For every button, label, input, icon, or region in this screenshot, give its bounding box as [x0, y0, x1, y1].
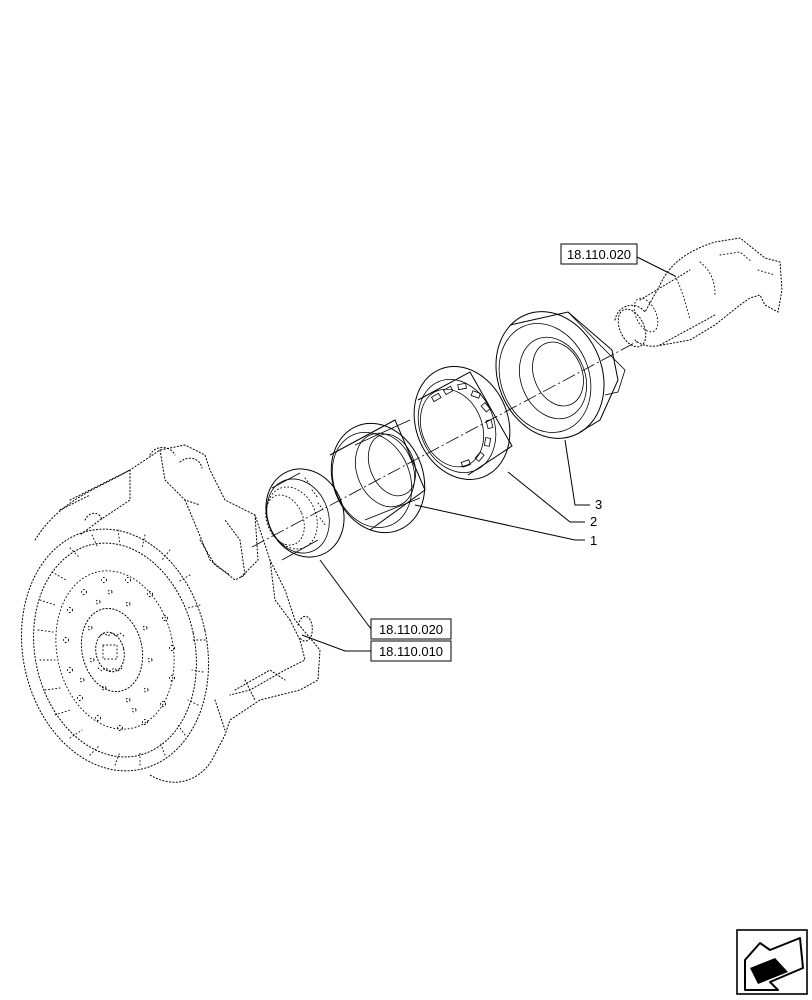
part-2-roller-bearing	[413, 366, 513, 480]
reference-bottom-1-label: 18.110.020	[379, 622, 443, 637]
reference-bottom-1[interactable]: 18.110.020	[319, 559, 452, 640]
callout-2: 2	[507, 471, 597, 529]
part-3-bearing-carrier	[495, 311, 626, 439]
callout-1: 1	[414, 504, 597, 548]
callout-3-label: 3	[595, 497, 602, 512]
clutch-housing-assembly	[21, 444, 321, 783]
reference-top[interactable]: 18.110.020	[560, 243, 676, 277]
release-bearing-lower	[265, 468, 345, 561]
reference-bottom-2-label: 18.110.010	[379, 644, 443, 659]
callout-1-label: 1	[590, 533, 597, 548]
callout-3: 3	[564, 439, 602, 512]
release-shaft-guide	[614, 237, 783, 348]
part-1-sleeve	[329, 419, 426, 534]
assembly-center-line	[251, 339, 641, 548]
callout-2-label: 2	[590, 514, 597, 529]
reference-top-label: 18.110.020	[567, 247, 631, 262]
reference-bottom-2[interactable]: 18.110.010	[301, 634, 452, 662]
previous-page-arrow-icon[interactable]	[736, 929, 808, 995]
